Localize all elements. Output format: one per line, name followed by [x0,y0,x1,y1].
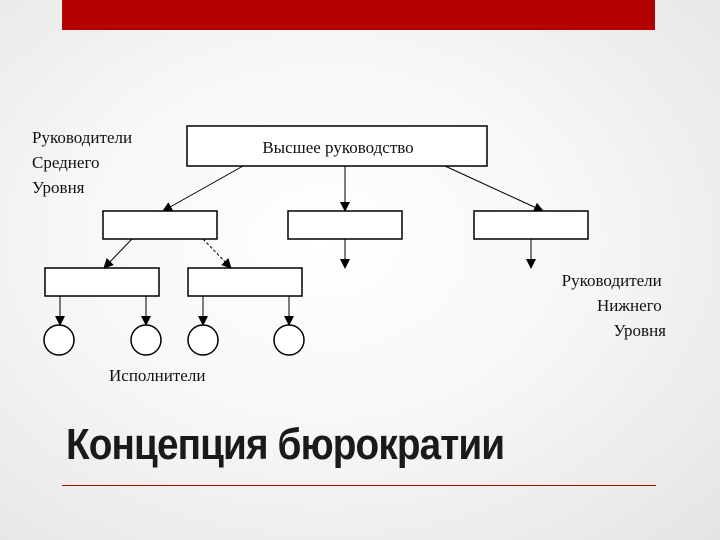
executor-circle [187,324,219,356]
title-underline [62,485,656,486]
arrow-left-to-lower-right [202,238,232,269]
lower-box-left [44,267,160,297]
top-management-box [186,125,488,167]
executors-label: Исполнители [109,366,205,385]
lower-managers-label: Руководители Нижнего Уровня [562,271,666,340]
middle-box-right [473,210,589,240]
lower-box-right [187,267,303,297]
executor-circle [130,324,162,356]
slide-title: Концепция бюрократии [66,420,505,469]
executor-circle [273,324,305,356]
middle-box-left [102,210,218,240]
executor-circle [43,324,75,356]
arrow-top-to-left [162,165,244,212]
top-management-label: Высшее руководство [262,138,413,157]
arrow-left-to-lower-left [103,238,133,269]
arrow-top-to-right [444,165,544,212]
middle-box-center [287,210,403,240]
middle-managers-label: Руководители Среднего Уровня [32,128,136,197]
top-accent-bar [62,0,655,30]
